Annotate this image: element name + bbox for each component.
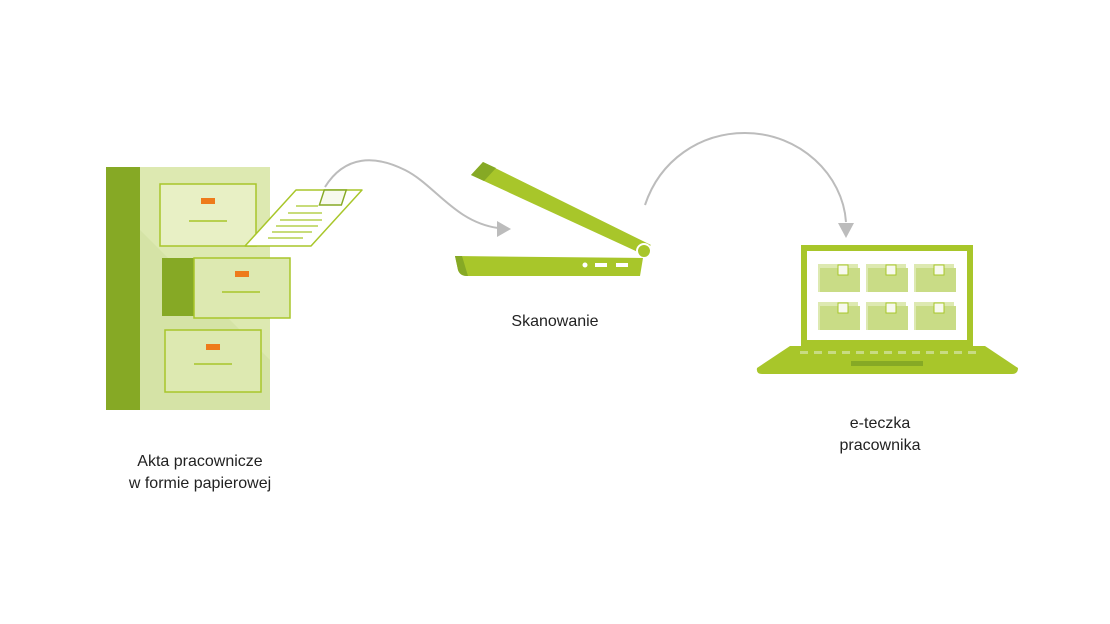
step-label-line: Skanowanie [511,313,599,330]
laptop-folders-icon [756,245,1018,374]
step-label-line: Akta pracownicze [137,453,263,470]
folder-icon [866,302,908,330]
flatbed-scanner-icon [455,162,652,276]
step-label-scanning: Skanowanie [470,311,640,333]
arrow-to-scanner [324,159,511,237]
filing-cabinet-icon [106,167,291,410]
step-label-line: e-teczka [849,415,911,432]
step-label-paper-files: Akta pracownicze w formie papierowej [90,451,310,495]
step-label-line: pracownika [839,437,921,454]
folder-icon [818,264,860,292]
step-label-line: w formie papierowej [128,475,272,492]
arrow-to-laptop [644,131,854,238]
paper-document-icon [244,189,363,247]
folder-icon [914,302,956,330]
folder-icon [914,264,956,292]
folder-icon [818,302,860,330]
step-label-e-folder: e-teczka pracownika [780,413,980,457]
folder-icon [866,264,908,292]
